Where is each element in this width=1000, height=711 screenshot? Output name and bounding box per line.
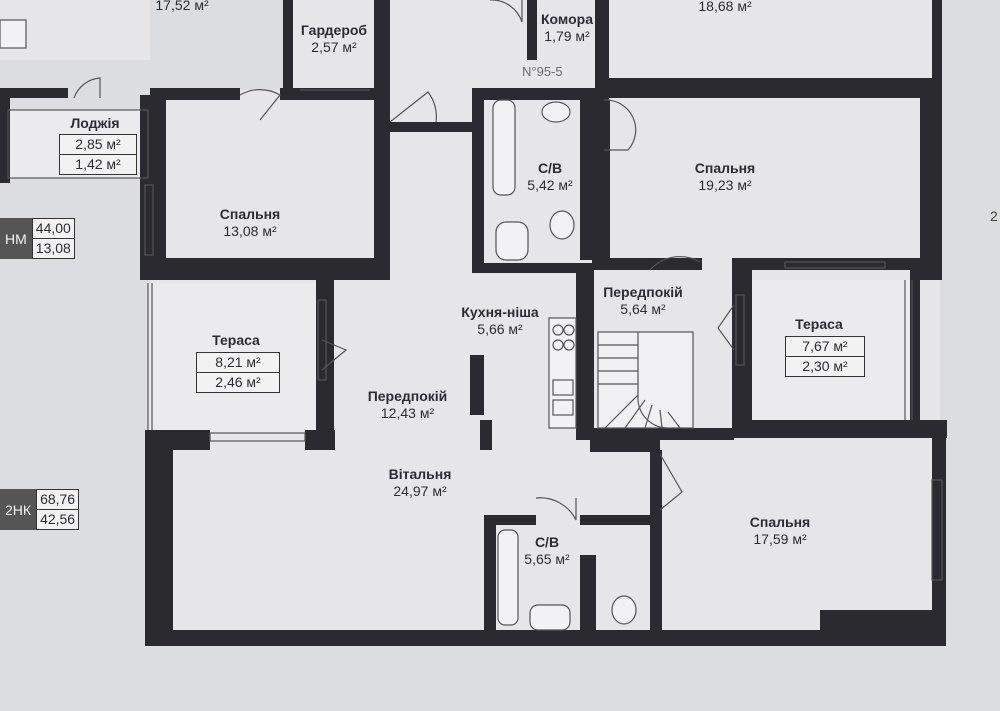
legend-nm-code: НМ	[0, 218, 32, 259]
legend-2nk-val2: 42,56	[37, 509, 79, 529]
room-garderob: Гардероб 2,57 м²	[300, 22, 368, 55]
legend-2nk-val1: 68,76	[40, 491, 76, 507]
legend-2nk-code: 2НК	[0, 489, 37, 530]
room-peredpokii-2: Передпокій 12,43 м²	[367, 388, 448, 421]
terasa-2-area-box: 7,67 м² 2,30 м²	[785, 336, 865, 377]
room-spalnia-3: Спальня 17,59 м²	[749, 514, 811, 547]
room-peredpokii-1: Передпокій 5,64 м²	[603, 284, 683, 317]
room-spalnia-1: Спальня 13,08 м²	[219, 206, 281, 239]
plan-stamp: N°95-5	[522, 64, 563, 79]
bathroom-fixtures	[0, 19, 637, 631]
room-terasa-1: Тераса	[212, 332, 260, 348]
room-spalnia-2: Спальня 19,23 м²	[694, 160, 756, 193]
legend-nm-val2: 13,08	[32, 238, 74, 258]
room-komora: Комора 1,79 м²	[541, 11, 593, 44]
room-area-top-left: 17,52 м²	[155, 0, 209, 13]
edge-mark: 2	[990, 208, 998, 224]
room-area-top-right: 18,68 м²	[698, 0, 752, 14]
room-vitalnia: Вітальня 24,97 м²	[388, 466, 452, 499]
lodzhiia-area-box: 2,85 м² 1,42 м²	[59, 134, 137, 175]
terasa-1-area-box: 8,21 м² 2,46 м²	[196, 352, 280, 393]
room-sv-2: С/В 5,65 м²	[524, 534, 570, 567]
room-kukhnia: Кухня-ніша 5,66 м²	[461, 304, 539, 337]
walls	[0, 0, 947, 646]
room-sv-1: С/В 5,42 м²	[527, 160, 573, 193]
room-lodzhiia: Лоджія	[70, 115, 120, 131]
legend-nm-val1: 44,00	[35, 220, 71, 236]
staircase	[597, 331, 694, 429]
legend-nm: НМ 44,00 13,08	[0, 218, 75, 259]
legend-2nk: 2НК 68,76 42,56	[0, 489, 80, 530]
room-terasa-2: Тераса	[795, 316, 843, 332]
